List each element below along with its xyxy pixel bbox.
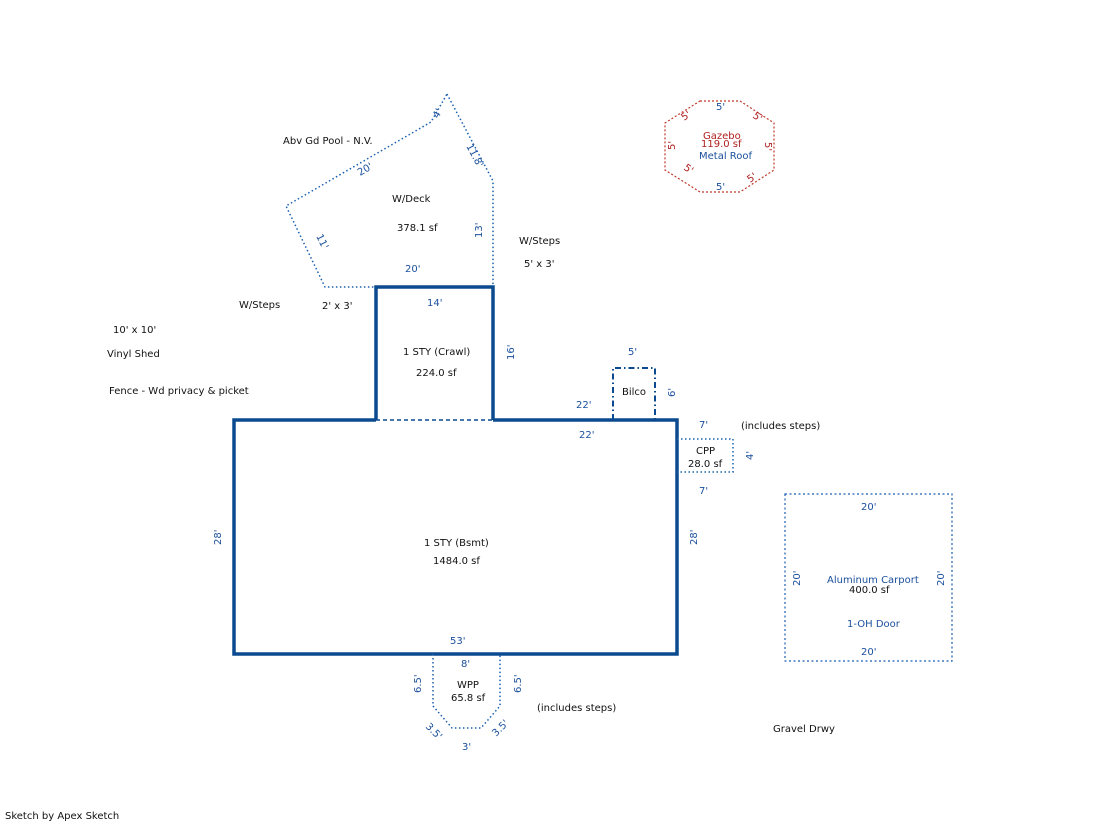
dim-carport-20-bottom: 20' bbox=[861, 647, 876, 658]
carport-name: Aluminum Carport bbox=[827, 575, 919, 586]
deck-name: W/Deck bbox=[392, 194, 431, 205]
dim-cpp-7-top: 7' bbox=[699, 420, 708, 431]
cpp-name: CPP bbox=[696, 446, 715, 457]
deck-area: 378.1 sf bbox=[397, 223, 438, 234]
bilco-label: Bilco bbox=[622, 387, 646, 398]
fence-label: Fence - Wd privacy & picket bbox=[109, 386, 249, 397]
dim-gazebo-5-top: 5' bbox=[716, 102, 725, 113]
dim-deck-11: 11' bbox=[313, 232, 330, 251]
dim-wpp-8: 8' bbox=[461, 659, 470, 670]
dim-gazebo-5-left: 5' bbox=[667, 141, 678, 150]
shed-name: Vinyl Shed bbox=[107, 349, 160, 360]
bsmt-area: 1484.0 sf bbox=[433, 556, 480, 567]
dim-house-28-right: 28' bbox=[689, 530, 700, 545]
includes-steps-cpp: (includes steps) bbox=[741, 421, 820, 432]
dim-wpp-6-5-left: 6.5' bbox=[413, 674, 424, 693]
dim-gazebo-5-tr: 5' bbox=[750, 110, 764, 124]
pool-label: Abv Gd Pool - N.V. bbox=[283, 136, 373, 147]
carport-area: 400.0 sf bbox=[849, 585, 890, 596]
dim-gazebo-5-right: 5' bbox=[762, 142, 773, 151]
deck-outline bbox=[285, 92, 494, 288]
steps-right-size: 5' x 3' bbox=[524, 259, 555, 270]
bilco-outline bbox=[612, 367, 656, 420]
gazebo-outline bbox=[664, 100, 775, 193]
dim-crawl-14: 14' bbox=[427, 298, 442, 309]
dim-cpp-7-bottom: 7' bbox=[699, 486, 708, 497]
gravel-label: Gravel Drwy bbox=[773, 724, 835, 735]
gazebo-roof: Metal Roof bbox=[699, 151, 753, 162]
dim-cpp-4: 4' bbox=[745, 451, 756, 460]
dim-bilco-6: 6' bbox=[667, 388, 678, 397]
house-outline bbox=[232, 418, 679, 656]
dim-wpp-3: 3' bbox=[462, 742, 471, 753]
carport-door: 1-OH Door bbox=[847, 619, 901, 630]
crawl-outline bbox=[374, 285, 495, 420]
gazebo-name: Gazebo bbox=[703, 131, 741, 142]
dim-deck-4: 4' bbox=[431, 107, 445, 120]
dim-bilco-5: 5' bbox=[628, 347, 637, 358]
dim-gazebo-5-bottom: 5' bbox=[716, 182, 725, 193]
dim-house-22-b: 22' bbox=[579, 430, 594, 441]
cpp-outline bbox=[677, 438, 734, 473]
crawl-area: 224.0 sf bbox=[416, 368, 457, 379]
shed-size: 10' x 10' bbox=[113, 325, 156, 336]
includes-steps-wpp: (includes steps) bbox=[537, 703, 616, 714]
dim-crawl-16: 16' bbox=[506, 345, 517, 360]
bsmt-name: 1 STY (Bsmt) bbox=[424, 538, 489, 549]
sketch-credit: Sketch by Apex Sketch bbox=[5, 811, 119, 821]
dim-carport-20-top: 20' bbox=[861, 502, 876, 513]
dim-wpp-6-5-right: 6.5' bbox=[513, 674, 524, 693]
dim-house-22-a: 22' bbox=[576, 400, 591, 411]
dim-carport-20-left: 20' bbox=[792, 571, 803, 586]
dim-deck-13: 13' bbox=[474, 223, 485, 238]
cpp-area: 28.0 sf bbox=[688, 459, 723, 470]
crawl-name: 1 STY (Crawl) bbox=[403, 347, 470, 358]
gazebo-area: 119.0 sf bbox=[701, 139, 742, 150]
dim-wpp-3-5-left: 3.5' bbox=[423, 721, 444, 742]
dim-house-53: 53' bbox=[450, 636, 465, 647]
steps-right-label: W/Steps bbox=[519, 236, 560, 247]
dim-gazebo-5-tl: 5' bbox=[679, 109, 693, 123]
dim-deck-20-diag: 20' bbox=[356, 161, 375, 178]
dim-deck-11-8: 11.8' bbox=[463, 142, 484, 169]
dim-wpp-3-5-right: 3.5' bbox=[490, 718, 511, 739]
dim-house-28-left: 28' bbox=[213, 530, 224, 545]
dim-gazebo-5-bl: 5' bbox=[681, 162, 695, 176]
dim-gazebo-5-br: 5' bbox=[745, 171, 759, 185]
wpp-area: 65.8 sf bbox=[451, 693, 486, 704]
steps-left-label: W/Steps bbox=[239, 300, 280, 311]
dim-carport-20-right: 20' bbox=[936, 571, 947, 586]
dim-deck-20-bottom: 20' bbox=[405, 264, 420, 275]
wpp-name: WPP bbox=[457, 680, 479, 691]
steps-left-size: 2' x 3' bbox=[322, 301, 353, 312]
